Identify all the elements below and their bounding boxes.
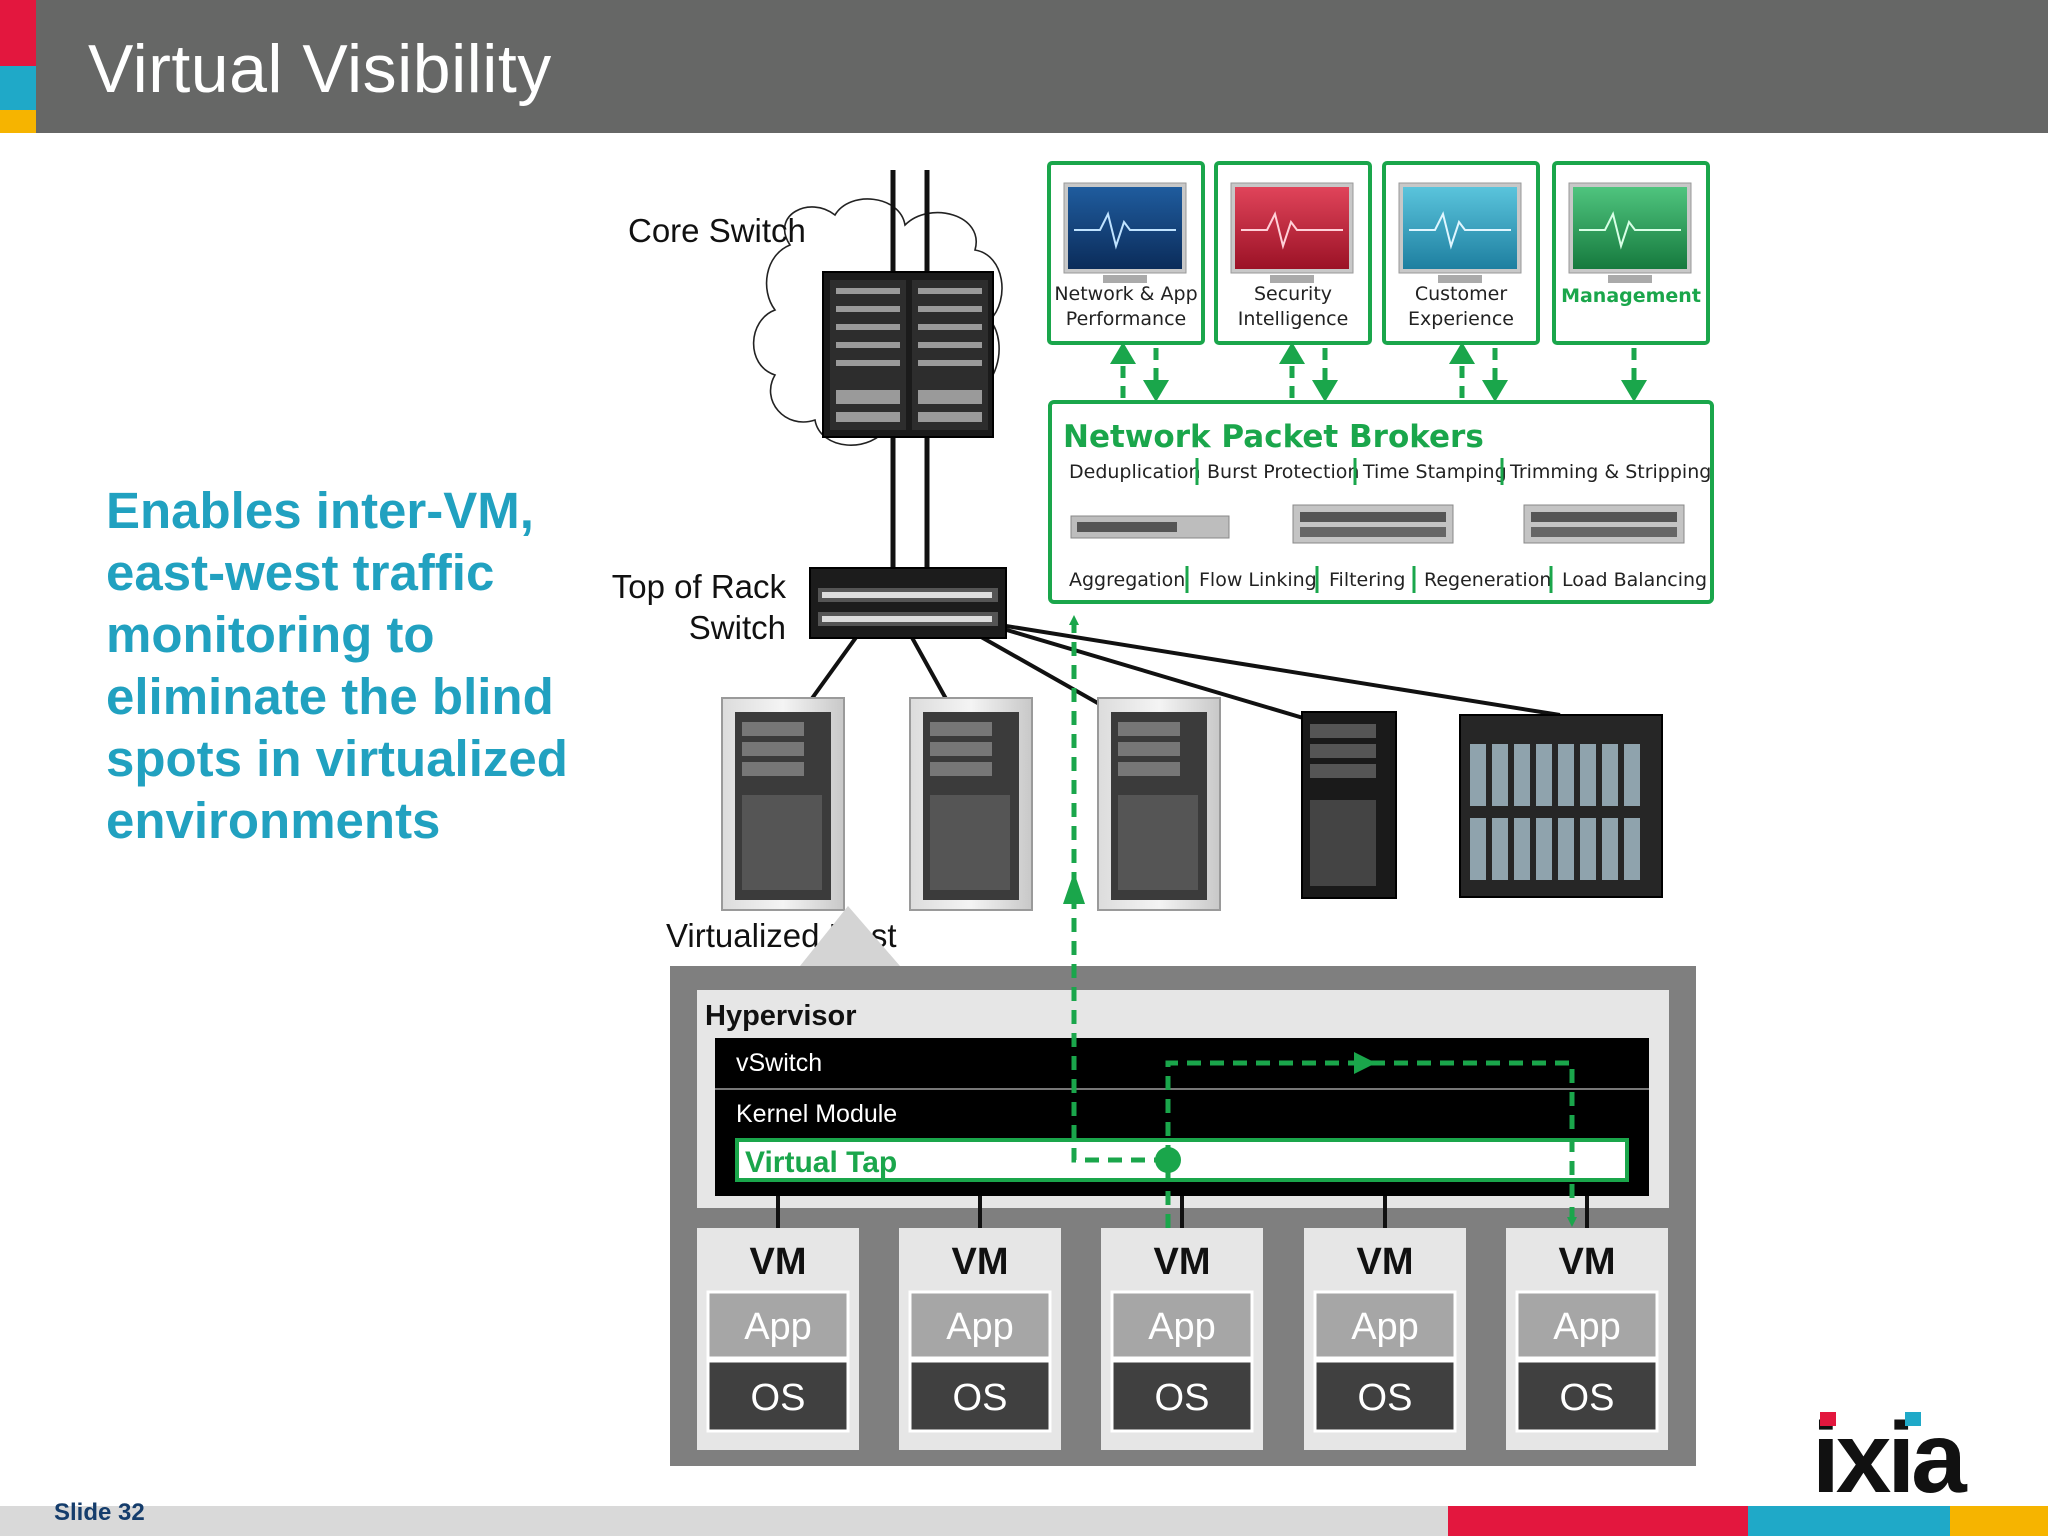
footer-stripe-blue (1748, 1506, 1950, 1536)
npb-feature: Filtering (1329, 569, 1405, 591)
kernel-module-label: Kernel Module (736, 1100, 897, 1128)
server-tower-2 (909, 697, 1033, 911)
top-of-rack-switch-icon (809, 567, 1007, 639)
npb-feature: Load Balancing (1562, 569, 1707, 591)
tool-label-line1: Security (1254, 283, 1332, 305)
vm-1: VM App OS (697, 1228, 859, 1450)
npb-feature: Regeneration (1424, 569, 1551, 591)
tool-security-intelligence: Security Intelligence (1214, 161, 1372, 345)
slide-title: Virtual Visibility (88, 31, 552, 107)
vm-app-label: App (1148, 1306, 1216, 1348)
vm-app-label: App (744, 1306, 812, 1348)
logo-dot-blue (1905, 1412, 1921, 1426)
tool-link-arrowheads (1110, 342, 1647, 402)
npb-title: Network Packet Brokers (1063, 419, 1484, 455)
rightward-arrow-icon (1354, 1052, 1376, 1074)
header-bar: Virtual Visibility (0, 0, 2048, 133)
hypervisor-label: Hypervisor (705, 1000, 857, 1032)
zoom-wedge (800, 906, 900, 966)
footer-stripe-red (1448, 1506, 1748, 1536)
core-switch-icon (822, 271, 994, 438)
vm-label: VM (1559, 1241, 1616, 1283)
tool-label-line1: Customer (1415, 283, 1507, 305)
vm-os-label: OS (1155, 1377, 1210, 1419)
tap-traffic-paths (1069, 615, 1577, 1228)
tor-label-line2: Switch (689, 609, 786, 646)
tool-network-app-performance: Network & App Performance (1047, 161, 1205, 345)
vswitch-label: vSwitch (736, 1049, 822, 1077)
slide-number: Slide 32 (54, 1499, 145, 1526)
virtual-tap-label: Virtual Tap (745, 1146, 897, 1179)
npb-feature: Flow Linking (1199, 569, 1317, 591)
vm-label: VM (952, 1241, 1009, 1283)
tool-link-arrows (1120, 348, 1637, 398)
npb-feature: Deduplication (1069, 461, 1201, 483)
tool-label-line2: Intelligence (1238, 308, 1349, 330)
server-tower-3 (1097, 697, 1221, 911)
npb-feature: Time Stamping (1362, 461, 1507, 483)
vm-os-label: OS (751, 1377, 806, 1419)
npb-feature: Burst Protection (1207, 461, 1359, 483)
brand-stripe-blue (0, 66, 36, 110)
upward-arrow-icon (1063, 872, 1085, 904)
vm-5: VM App OS (1506, 1228, 1668, 1450)
npb-appliances (1070, 504, 1685, 544)
vm-4: VM App OS (1304, 1228, 1466, 1450)
core-switch-label: Core Switch (628, 212, 806, 249)
tor-label-line1: Top of Rack (612, 568, 787, 605)
server-tower-4 (1301, 711, 1397, 899)
ixia-logo: ixia (1812, 1402, 1972, 1514)
vm-2: VM App OS (899, 1228, 1061, 1450)
npb-separators (1185, 458, 1553, 593)
virtual-tap-bar (735, 1138, 1629, 1182)
vm-os-label: OS (1560, 1377, 1615, 1419)
vm-3: VM App OS (1101, 1228, 1263, 1450)
tap-point-icon (1155, 1147, 1181, 1173)
blade-chassis-icon (1459, 714, 1663, 898)
footer-stripe-yellow (1950, 1506, 2048, 1536)
vm-app-label: App (1553, 1306, 1621, 1348)
server-tower-1 (721, 697, 845, 911)
server-cables (798, 623, 1561, 722)
npb-feature: Aggregation (1069, 569, 1185, 591)
tool-label-line2: Experience (1408, 308, 1514, 330)
tool-label-line1: Management (1561, 285, 1701, 307)
vm-app-label: App (1351, 1306, 1419, 1348)
logo-dot-red (1820, 1412, 1836, 1426)
vm-label: VM (750, 1241, 807, 1283)
tool-label-line2: Performance (1066, 308, 1186, 330)
network-packet-brokers-box: Network Packet Brokers Deduplication Bur… (1048, 400, 1714, 604)
tool-label-line1: Network & App (1054, 283, 1197, 305)
vm-os-label: OS (953, 1377, 1008, 1419)
logo-text: ixia (1812, 1402, 1968, 1514)
vm-label: VM (1357, 1241, 1414, 1283)
npb-feature: Trimming & Stripping (1509, 461, 1711, 483)
lede-text: Enables inter-VM, east-west traffic moni… (106, 482, 568, 849)
tool-management: Management (1552, 161, 1710, 345)
vm-app-label: App (946, 1306, 1014, 1348)
brand-stripe-red (0, 0, 36, 66)
vm-label: VM (1154, 1241, 1211, 1283)
tool-customer-experience: Customer Experience (1382, 161, 1540, 345)
vm-os-label: OS (1358, 1377, 1413, 1419)
brand-stripe-yellow (0, 110, 36, 133)
vm-connectors (776, 1196, 1589, 1228)
